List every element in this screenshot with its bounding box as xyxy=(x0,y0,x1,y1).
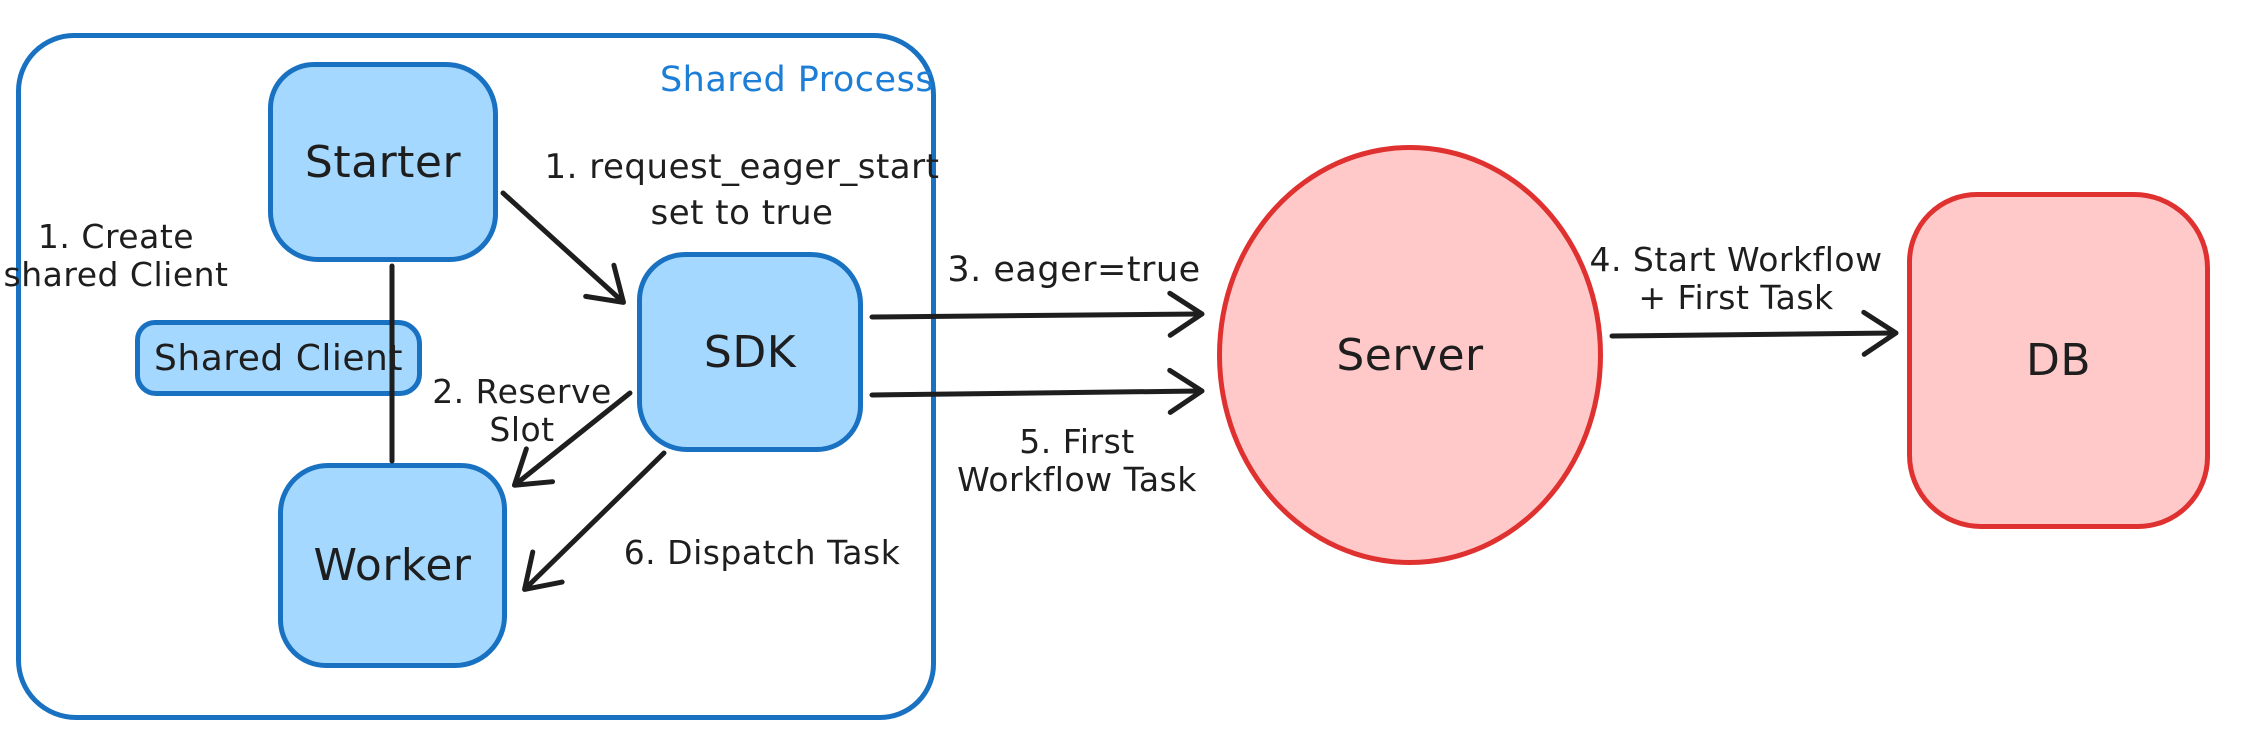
arrow-starter-to-sdk xyxy=(500,190,626,305)
annotation-reserve-slot: 2. Reserve Slot xyxy=(432,373,612,449)
node-sdk: SDK xyxy=(637,252,863,452)
arrow-sdk-to-server-eager xyxy=(869,290,1205,338)
node-db: DB xyxy=(1907,192,2210,529)
arrow-sdk-to-server-first-task xyxy=(869,367,1205,415)
node-server: Server xyxy=(1217,145,1603,565)
shared-process-label: Shared Process xyxy=(659,60,935,100)
node-worker: Worker xyxy=(278,463,507,668)
node-starter: Starter xyxy=(268,62,498,262)
annotation-start-workflow-first-task: 4. Start Workflow + First Task xyxy=(1589,241,1882,317)
shared-process-container: Shared Process xyxy=(16,33,936,720)
annotation-line: + First Task xyxy=(1638,278,1834,317)
annotation-line: 1. request_eager_start xyxy=(544,147,940,187)
annotation-first-workflow-task: 5. First Workflow Task xyxy=(957,423,1197,499)
annotation-line: 4. Start Workflow xyxy=(1589,240,1883,279)
annotation-line: Slot xyxy=(489,410,555,449)
arrow-sdk-to-worker-reserve-slot xyxy=(511,390,633,488)
annotation-dispatch-task: 6. Dispatch Task xyxy=(624,534,901,572)
annotation-line: 6. Dispatch Task xyxy=(623,533,901,572)
arrow-sdk-dispatch-task xyxy=(522,450,667,592)
annotation-create-shared-client: 1. Create shared Client xyxy=(4,218,229,294)
annotation-line: 5. First xyxy=(1019,422,1135,461)
arrow-server-to-db xyxy=(1609,309,1899,357)
node-db-label: DB xyxy=(2025,335,2092,386)
node-server-label: Server xyxy=(1336,329,1484,381)
node-shared-client: Shared Client xyxy=(135,320,422,396)
annotation-request-eager-start: 1. request_eager_start set to true xyxy=(545,144,940,236)
annotation-line: 3. eager=true xyxy=(947,250,1201,290)
node-sdk-label: SDK xyxy=(703,326,797,378)
annotation-line: Workflow Task xyxy=(957,460,1197,499)
annotation-line: 1. Create xyxy=(37,217,195,256)
node-shared-client-label: Shared Client xyxy=(154,337,403,379)
annotation-line: shared Client xyxy=(3,255,229,294)
annotation-line: 2. Reserve xyxy=(432,372,612,411)
node-worker-label: Worker xyxy=(313,540,472,591)
annotation-line: set to true xyxy=(650,193,834,233)
node-starter-label: Starter xyxy=(304,136,462,188)
annotation-eager-true: 3. eager=true xyxy=(947,251,1200,289)
